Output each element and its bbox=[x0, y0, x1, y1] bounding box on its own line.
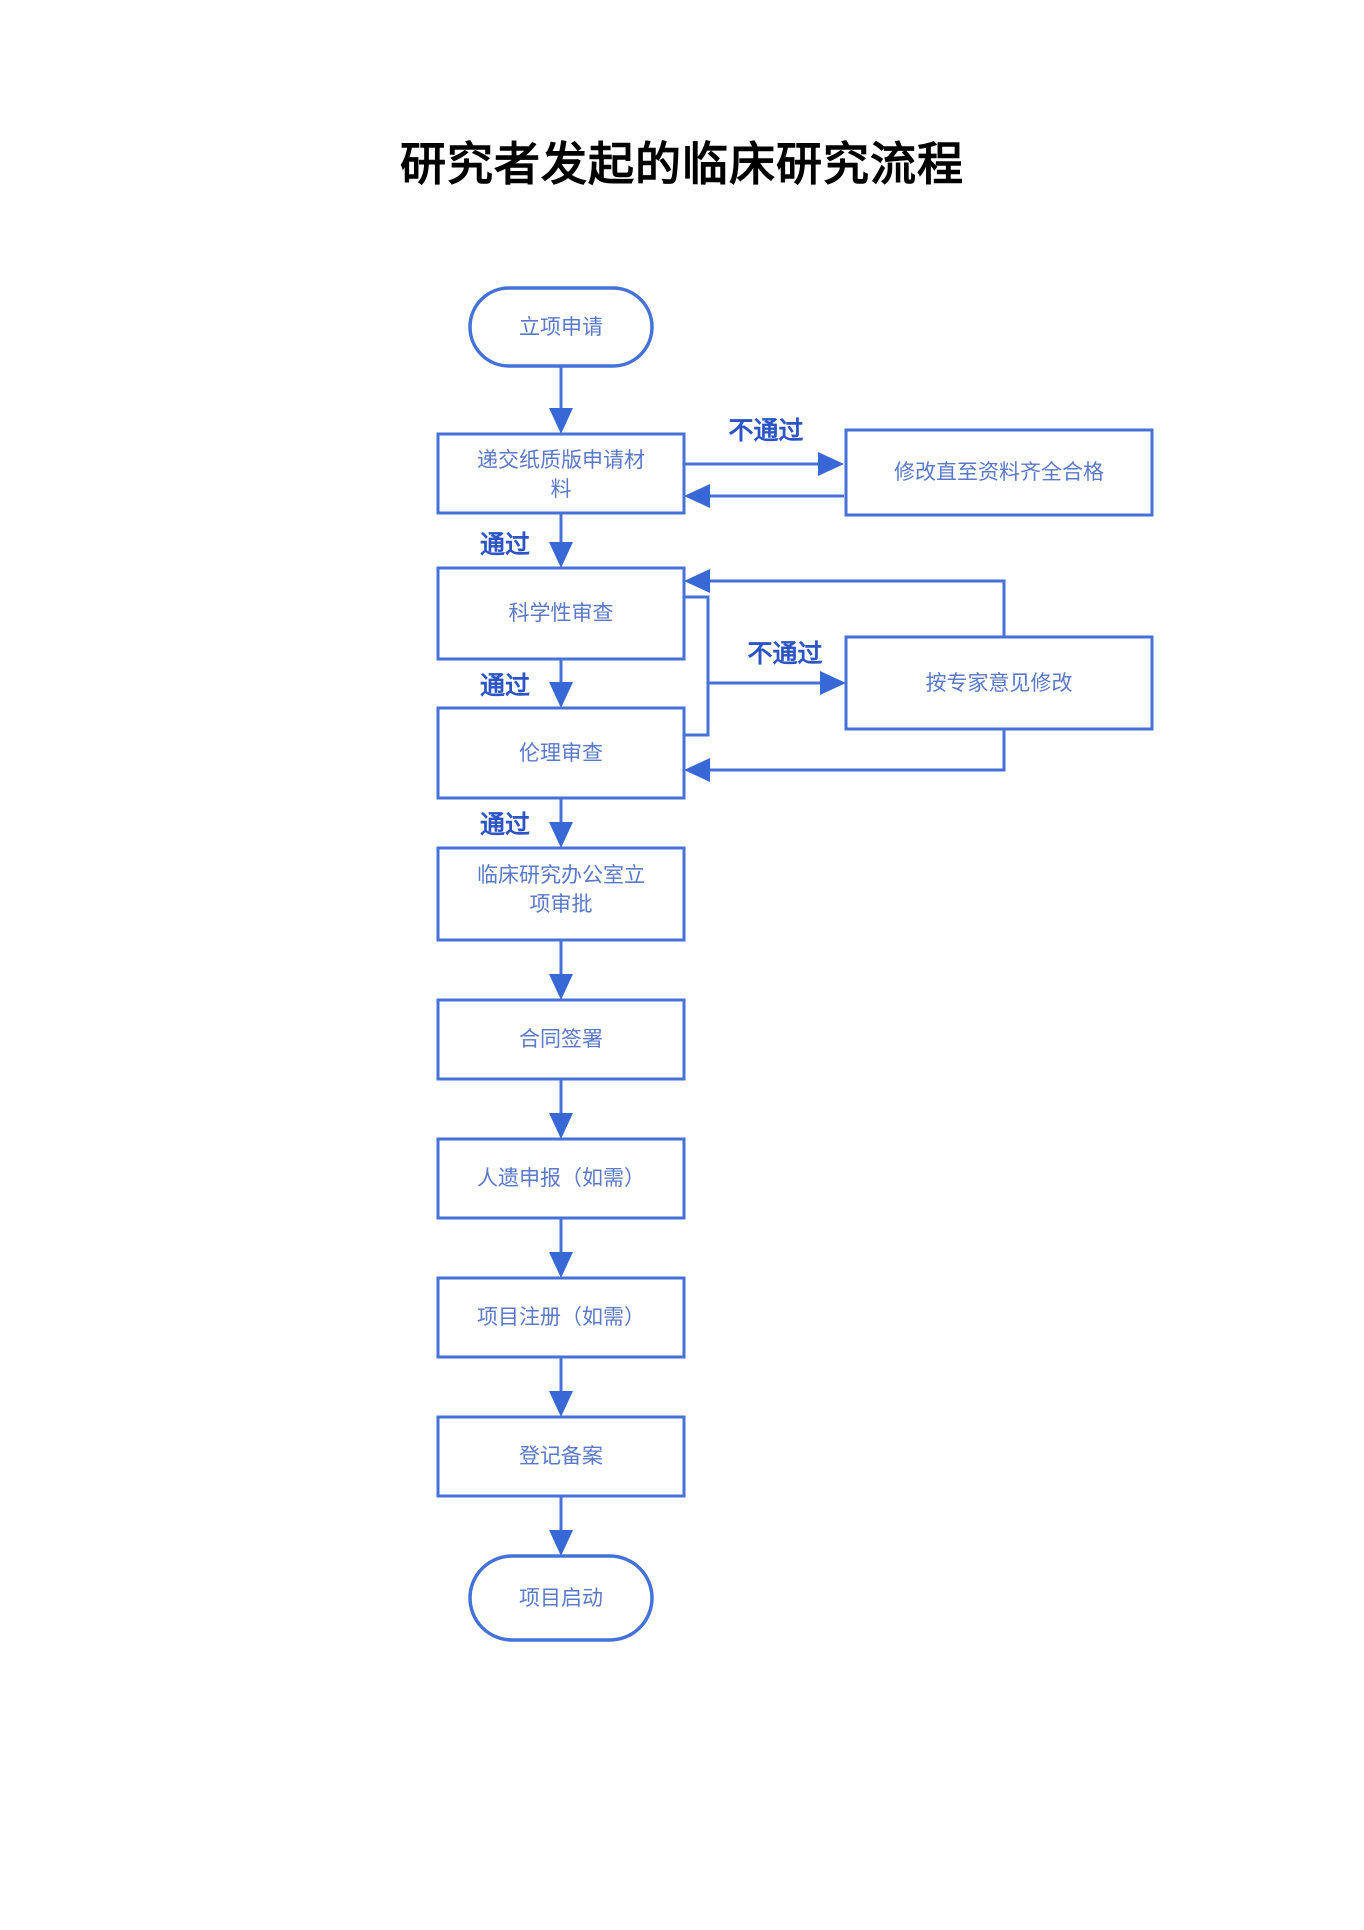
page-title: 研究者发起的临床研究流程 bbox=[400, 137, 964, 191]
edge-expert-revise-back-to-scientific-review bbox=[684, 569, 1006, 637]
edge-label-pass-ethics-review: 通过 bbox=[480, 810, 530, 839]
node-scientific-review-label: 科学性审查 bbox=[509, 601, 614, 625]
edge-application-to-submit bbox=[549, 366, 573, 434]
edge-label-pass-scientific-review: 通过 bbox=[480, 671, 530, 700]
node-record-filing[interactable]: 登记备案 bbox=[436, 1415, 686, 1498]
edge-submit-to-scientific-review bbox=[549, 513, 573, 568]
edge-genetic-declaration-to-registration bbox=[549, 1218, 573, 1278]
node-office-project-approval-label-line2: 项审批 bbox=[530, 892, 593, 916]
edge-ethics-review-to-office-approval bbox=[549, 798, 573, 848]
node-scientific-review[interactable]: 科学性审查 bbox=[436, 566, 686, 661]
edge-revise-back-to-submit bbox=[684, 484, 844, 508]
node-revise-per-expert-opinion[interactable]: 按专家意见修改 bbox=[844, 635, 1154, 731]
node-ethics-review-label: 伦理审查 bbox=[519, 741, 603, 765]
node-application[interactable]: 立项申请 bbox=[468, 286, 654, 368]
node-project-start[interactable]: 项目启动 bbox=[468, 1554, 654, 1642]
node-office-project-approval[interactable]: 临床研究办公室立 项审批 bbox=[436, 846, 686, 942]
node-revise-until-complete[interactable]: 修改直至资料齐全合格 bbox=[844, 428, 1154, 517]
edge-ethics-review-to-expert-revise bbox=[684, 683, 710, 737]
node-contract-signing[interactable]: 合同签署 bbox=[436, 998, 686, 1081]
edge-label-pass-submit: 通过 bbox=[480, 530, 530, 559]
edge-label-fail-scientific-review: 不通过 bbox=[747, 639, 822, 668]
edge-contract-to-genetic-declaration bbox=[549, 1079, 573, 1139]
node-application-label: 立项申请 bbox=[519, 315, 603, 339]
edge-filing-to-project-start bbox=[549, 1496, 573, 1556]
node-project-registration-label: 项目注册（如需） bbox=[477, 1305, 645, 1329]
edge-label-fail-submit: 不通过 bbox=[728, 416, 803, 445]
edge-office-approval-to-contract bbox=[549, 940, 573, 1000]
node-record-filing-label: 登记备案 bbox=[519, 1444, 603, 1468]
edge-scientific-review-to-ethics-review bbox=[549, 659, 573, 708]
node-ethics-review[interactable]: 伦理审查 bbox=[436, 706, 686, 800]
node-submit-paper-materials-label-line2: 料 bbox=[551, 477, 572, 501]
node-revise-per-expert-opinion-label: 按专家意见修改 bbox=[926, 671, 1073, 695]
node-office-project-approval-label-line1: 临床研究办公室立 bbox=[477, 863, 645, 887]
edge-scientific-review-fail-to-expert-revise bbox=[684, 595, 846, 695]
edge-registration-to-filing bbox=[549, 1357, 573, 1417]
node-genetic-resource-declaration[interactable]: 人遗申报（如需） bbox=[436, 1137, 686, 1220]
node-submit-paper-materials[interactable]: 递交纸质版申请材 料 bbox=[436, 432, 686, 515]
node-revise-until-complete-label: 修改直至资料齐全合格 bbox=[894, 460, 1104, 484]
node-contract-signing-label: 合同签署 bbox=[519, 1027, 603, 1051]
node-project-start-label: 项目启动 bbox=[519, 1586, 603, 1610]
edge-submit-to-revise-fail bbox=[684, 452, 844, 476]
node-genetic-resource-declaration-label: 人遗申报（如需） bbox=[477, 1166, 645, 1190]
node-project-registration[interactable]: 项目注册（如需） bbox=[436, 1276, 686, 1359]
edge-expert-revise-back-to-ethics-review bbox=[684, 729, 1006, 782]
node-submit-paper-materials-label-line1: 递交纸质版申请材 bbox=[477, 448, 645, 472]
